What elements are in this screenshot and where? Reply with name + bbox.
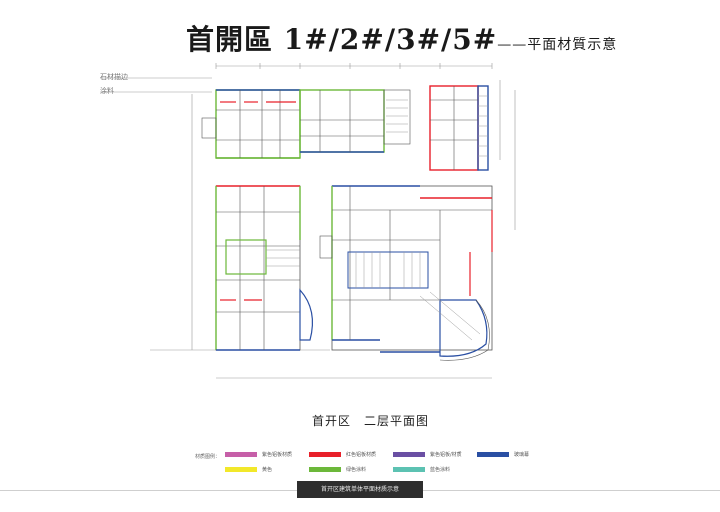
dimension-lines [100,63,516,379]
building-top-right [429,85,489,171]
legend-swatch [225,452,257,457]
legend-swatch [225,467,257,472]
building-bottom-right [319,185,493,361]
building-top-middle [299,89,411,153]
legend-swatch [309,452,341,457]
note-second: 涂料 [100,87,114,95]
legend-item-red-panel: 红色铝板材质 [309,451,376,458]
legend-item-glass-curtain: 玻璃幕 [477,451,529,458]
legend-swatch [393,467,425,472]
legend-label: 材质图例： [195,454,221,460]
drawing-subtitle: 首开区 二层平面图 [312,414,430,428]
page-title: 首開區 1#/2#/3#/5#——平面材質示意 [186,18,617,58]
note-top: 石材描边 [100,73,128,81]
legend-item-yellow: 黄色 [225,466,272,473]
legend-item-purple-panel: 紫色铝板材质 [225,451,292,458]
legend-swatch [477,452,509,457]
footer-caption: 首开区建筑单体平面材质示意 [297,481,423,498]
title-suffix: ——平面材質示意 [497,37,618,53]
legend-item-green-paint: 绿色涂料 [309,466,366,473]
legend-swatch [309,467,341,472]
building-top-left [201,89,301,159]
building-bottom-left [215,185,313,351]
legend-item-teal-paint: 蓝色涂料 [393,466,450,473]
title-main: 首開區 1#/2#/3#/5# [186,23,498,56]
legend-swatch [393,452,425,457]
legend-item-violet-panel: 紫色铝板/材质 [393,451,462,458]
